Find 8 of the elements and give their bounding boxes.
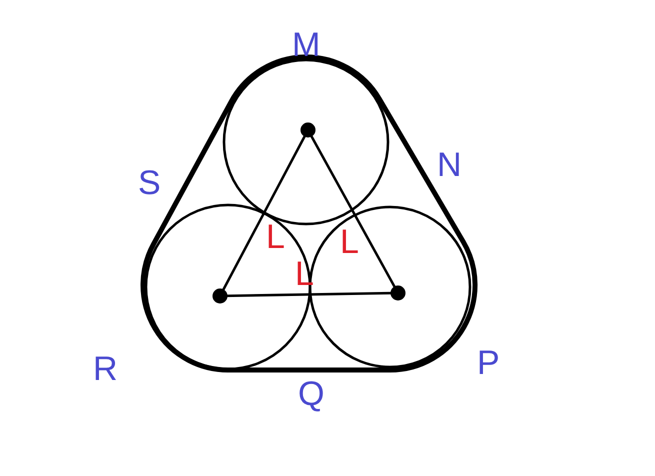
point-label: M: [292, 28, 320, 62]
point-label: S: [138, 166, 161, 200]
point-label: R: [93, 352, 118, 386]
point-label: Q: [298, 377, 324, 411]
point-label: N: [437, 148, 462, 182]
point-label: P: [477, 346, 500, 380]
length-label: L: [266, 220, 285, 254]
length-label: L: [340, 225, 359, 259]
